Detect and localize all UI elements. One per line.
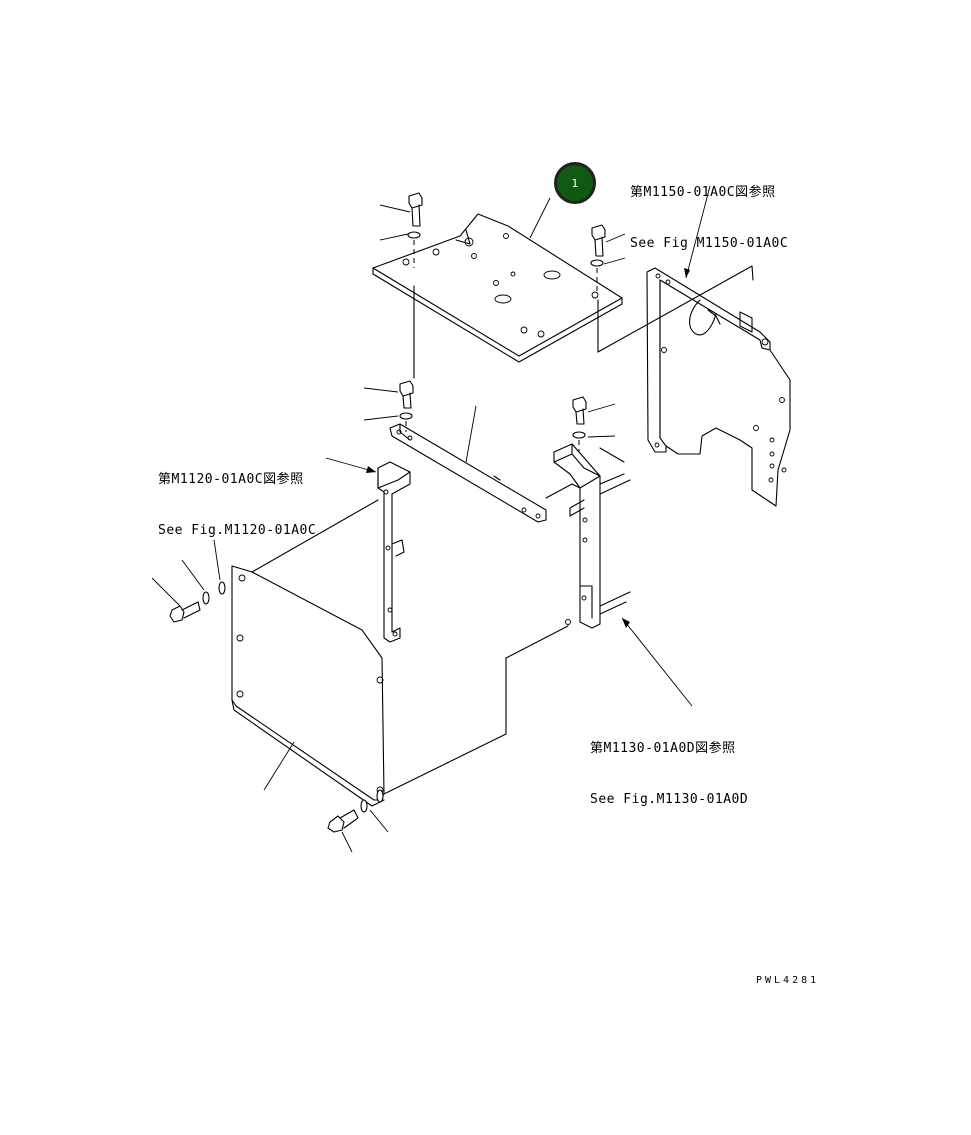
part-number-callout[interactable]: 1 (554, 162, 596, 204)
reference-m1150-jp: 第M1150-01A0C図参照 (630, 185, 776, 200)
reference-m1130-en: See Fig.M1130-01A0D (590, 792, 749, 807)
reference-m1130-jp: 第M1130-01A0D図参照 (590, 741, 736, 756)
drawing-id: PWL4281 (756, 975, 820, 986)
top-right-bolt (590, 224, 606, 292)
middle-right-bolt (572, 396, 587, 452)
reference-m1130-label: 第M1130-01A0D図参照 See Fig.M1130-01A0D (590, 706, 748, 825)
callout-number: 1 (571, 176, 579, 190)
middle-cross-bar (389, 423, 547, 523)
right-side-bracket (646, 267, 791, 507)
reference-m1120-label: 第M1120-01A0C図参照 See Fig.M1120-01A0C (158, 437, 316, 556)
reference-m1120-jp: 第M1120-01A0C図参照 (158, 472, 304, 487)
reference-m1120-en: See Fig.M1120-01A0C (158, 523, 317, 538)
top-cover-plate (372, 213, 623, 363)
left-side-bolt (169, 581, 226, 623)
bottom-bolt (327, 789, 384, 833)
right-vertical-post (553, 443, 631, 629)
top-left-bolt (407, 192, 423, 268)
reference-m1150-en: See Fig M1150-01A0C (630, 236, 789, 251)
bottom-side-panel (231, 565, 385, 807)
left-vertical-post (377, 461, 411, 643)
middle-left-bolt (399, 380, 414, 432)
reference-m1150-label: 第M1150-01A0C図参照 See Fig M1150-01A0C (630, 150, 788, 269)
